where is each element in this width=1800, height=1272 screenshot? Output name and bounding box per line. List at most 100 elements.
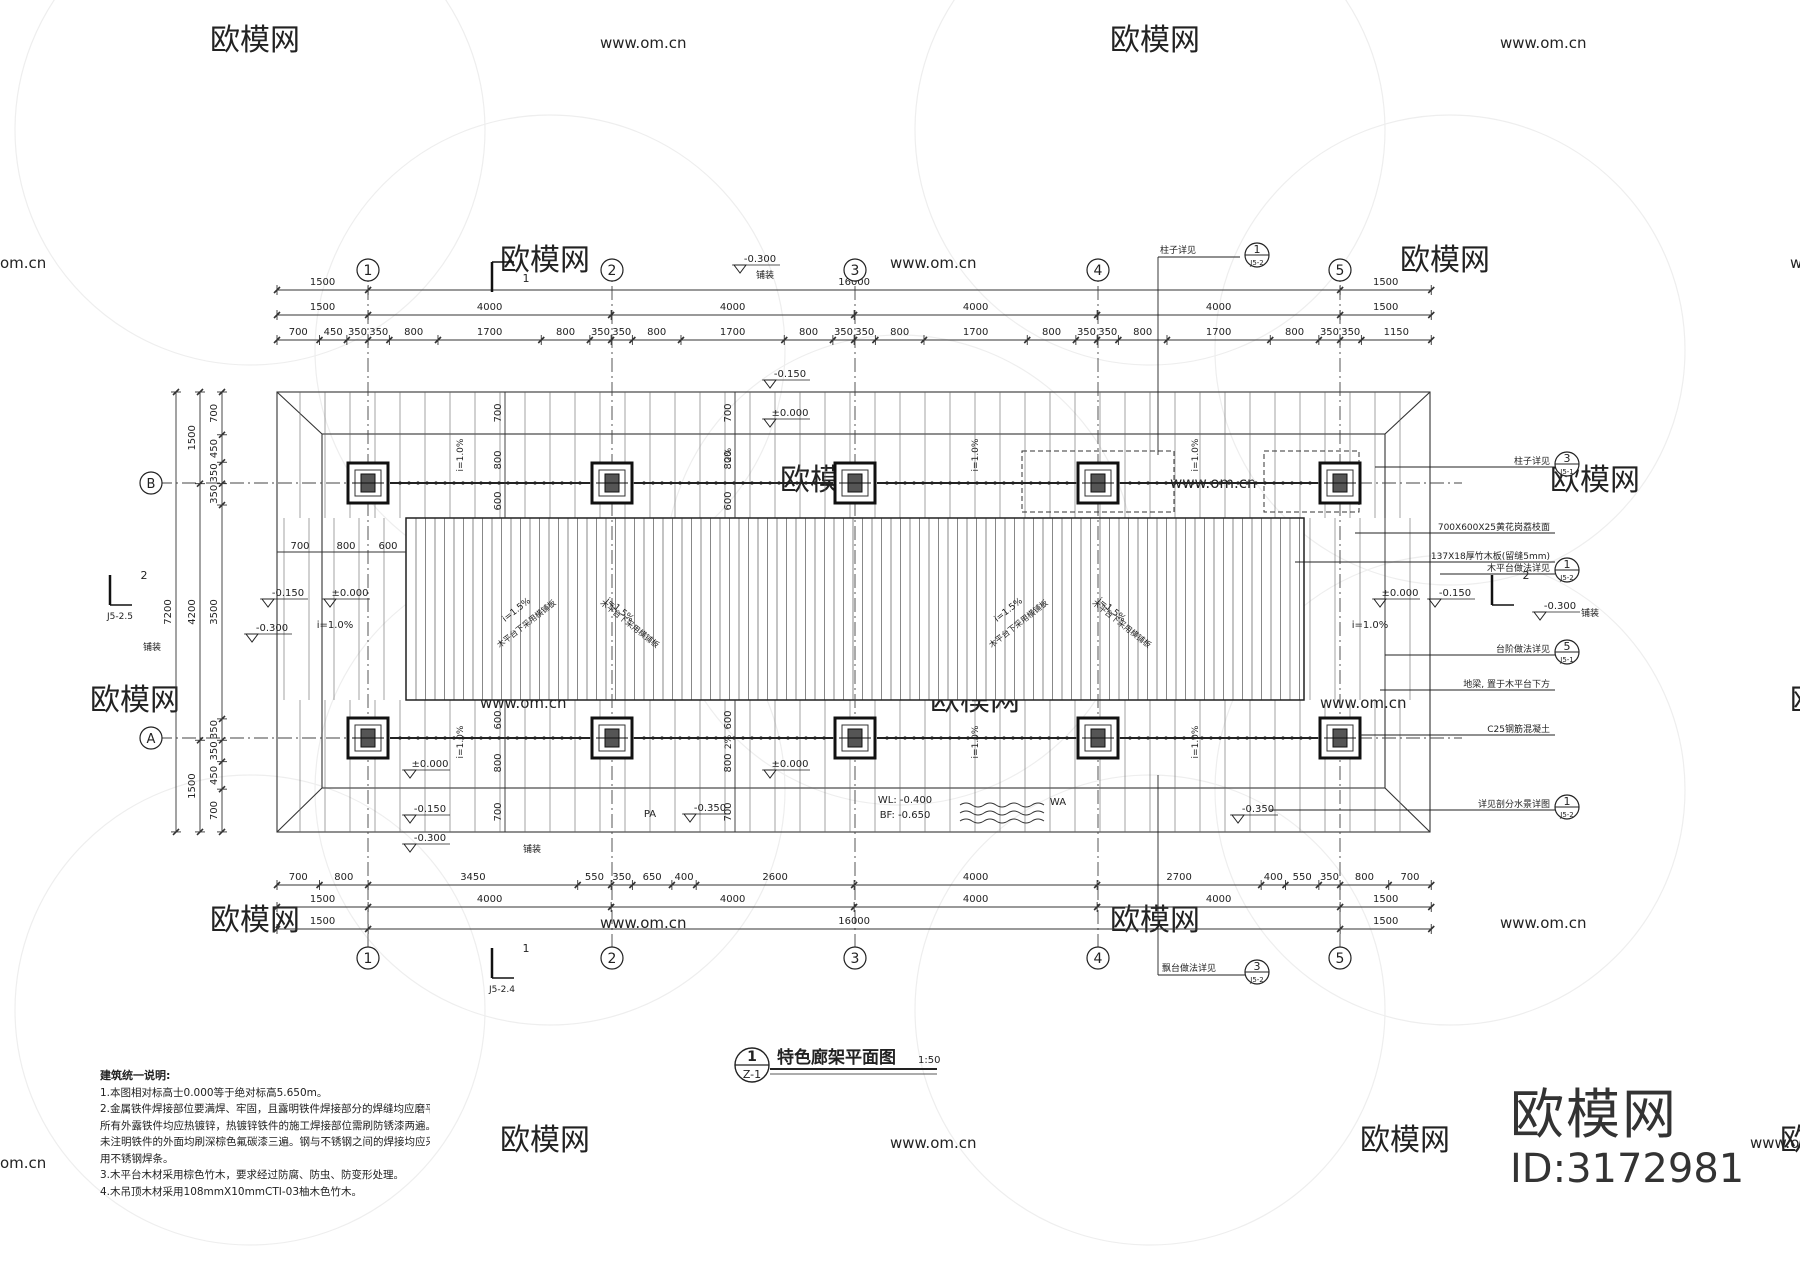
dimension-value: 350: [855, 327, 874, 338]
beam-stud: [957, 481, 961, 485]
beam-stud: [1128, 481, 1132, 485]
level-marker: [1373, 598, 1387, 608]
dimension-value: 1500: [1373, 302, 1398, 313]
beam-stud: [912, 736, 916, 740]
dimension-value: 7200: [163, 599, 174, 624]
beam-stud: [1164, 736, 1168, 740]
beam-stud: [1146, 481, 1150, 485]
beam-stud: [452, 736, 456, 740]
dimension-value: 350: [612, 327, 631, 338]
beam-stud: [1254, 736, 1258, 740]
beam-stud: [1029, 736, 1033, 740]
dimension-value: 1700: [477, 327, 502, 338]
dimension-value: 4200: [187, 599, 198, 624]
section-ref: J5-2.5: [106, 612, 133, 622]
dimension-value: 800: [723, 753, 734, 772]
watermark-url: www.om.cn: [1500, 914, 1587, 932]
dimension-value: 350: [1077, 327, 1096, 338]
beam-stud: [759, 481, 763, 485]
water-level: WL: -0.400: [878, 795, 932, 806]
column: [833, 461, 877, 505]
slope-label: i=1.0%: [1352, 620, 1389, 631]
beam-stud: [921, 736, 925, 740]
beam-stud: [542, 481, 546, 485]
beam-stud: [1236, 481, 1240, 485]
section-number: 2: [1523, 569, 1530, 582]
grid-bubble-label: 3: [851, 951, 860, 967]
beam-stud: [903, 736, 907, 740]
column: [1076, 461, 1120, 505]
dimension-value: 700: [493, 403, 504, 422]
dimension-value: 800: [336, 541, 355, 552]
dimension-value: 4000: [477, 894, 502, 905]
beam-stud: [975, 481, 979, 485]
slope-label: i=1.0%: [1191, 725, 1201, 758]
watermark-arc: [14, 0, 486, 366]
beam-stud: [1308, 481, 1312, 485]
beam-stud: [669, 481, 673, 485]
beam-stud: [912, 481, 916, 485]
beam-stud: [1200, 736, 1204, 740]
watermark-arc: [914, 774, 1386, 1246]
dimension-value: 4000: [963, 872, 988, 883]
beam-stud: [669, 736, 673, 740]
section-ref: J5-2.4: [488, 985, 515, 995]
dimension-value: 800: [723, 450, 734, 469]
watermark-text: 欧模网: [90, 683, 180, 718]
title-sheet: Z-1: [743, 1068, 761, 1081]
beam-stud: [470, 481, 474, 485]
beam-stud: [696, 736, 700, 740]
level-marker: [683, 813, 697, 823]
brand-logo: 欧模网 ID:3172981: [1510, 1085, 1744, 1193]
beam-stud: [488, 481, 492, 485]
detail-bubble-ref: J5-2: [1559, 574, 1574, 582]
dimension-value: 700: [290, 541, 309, 552]
grid-bubble-label: 2: [608, 951, 617, 967]
watermark-url: www.om.cn: [600, 34, 687, 52]
slope-label: i=1.0%: [971, 438, 981, 471]
water-symbol: [959, 818, 1045, 824]
beam-stud: [750, 736, 754, 740]
note-line: 所有外露铁件均应热镀锌，热镀锌铁件的施工焊接部位需刷防锈漆两遍。: [100, 1119, 430, 1132]
dimension-value: 1500: [310, 916, 335, 927]
dimension-value: 600: [378, 541, 397, 552]
beam-stud: [660, 736, 664, 740]
beam-stud: [993, 481, 997, 485]
dimension-value: 400: [1264, 872, 1283, 883]
row-bubble-label: A: [147, 732, 156, 747]
callout-text: 137X18厚竹木板(留缝5mm): [1431, 550, 1550, 562]
dimension-value: 800: [647, 327, 666, 338]
dimension-value: 800: [1133, 327, 1152, 338]
row-bubble: [139, 471, 163, 495]
paving-label: 铺装: [143, 641, 161, 653]
beam-stud: [813, 481, 817, 485]
beam-stud: [642, 736, 646, 740]
pa-label: PA: [644, 809, 656, 820]
watermark-url: www.om.cn: [890, 254, 977, 272]
beam-stud: [1056, 736, 1060, 740]
beam-stud: [1011, 481, 1015, 485]
level-value: -0.150: [774, 369, 806, 380]
beam-stud: [1164, 481, 1168, 485]
beam-stud: [696, 481, 700, 485]
grid-bubble-label: 4: [1094, 263, 1103, 279]
dimension-value: 600: [723, 710, 734, 729]
beam-stud: [1065, 736, 1069, 740]
beam-stud: [1263, 736, 1267, 740]
level-value: -0.350: [1242, 804, 1274, 815]
beam-stud: [1137, 736, 1141, 740]
general-notes: 建筑统一说明: 1.本图相对标高士0.000等于绝对标高5.650m。 2.金属…: [100, 1068, 430, 1200]
watermark-text: 欧模网: [210, 23, 300, 58]
brand-id: ID:3172981: [1510, 1146, 1745, 1192]
watermark-url: om.cn: [0, 1154, 46, 1172]
beam-lines: [390, 481, 1318, 740]
beam-stud: [1191, 736, 1195, 740]
detail-bubble-number: 3: [1564, 452, 1571, 465]
beam-stud: [939, 736, 943, 740]
beam-stud: [1209, 736, 1213, 740]
callout-text: 木平台做法详见: [1487, 562, 1550, 574]
beam-stud: [497, 481, 501, 485]
watermark-arc: [1214, 114, 1686, 586]
